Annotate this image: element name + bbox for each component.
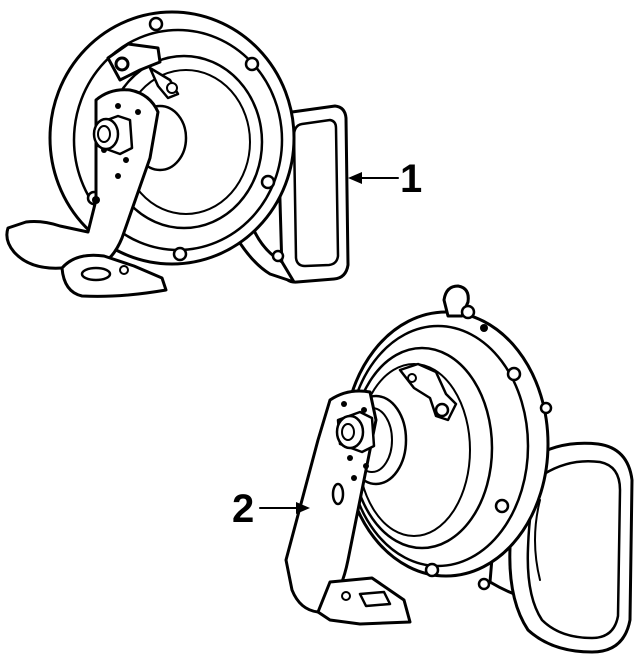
terminal-eye (434, 402, 450, 418)
bolt (424, 562, 440, 578)
horn-1-center-stud (92, 114, 134, 156)
bolt (244, 56, 260, 72)
callout-2-arrowhead (296, 502, 310, 514)
callout-1-label: 1 (400, 157, 422, 201)
horn-1-base-flange (230, 224, 296, 284)
bolt (172, 246, 188, 262)
callout-2: 2 (232, 487, 310, 531)
terminal-screw (407, 373, 417, 383)
horn-1-bracket-foot (60, 253, 168, 298)
bolt (460, 304, 476, 320)
bolt (494, 498, 510, 514)
bolt (477, 577, 491, 591)
terminal-screw (166, 82, 178, 94)
bolt (506, 366, 522, 382)
horn-2-trumpet-throat (534, 499, 541, 581)
horn-2 (284, 284, 634, 654)
terminal-eye (114, 56, 130, 72)
callout-2-label: 2 (232, 487, 254, 531)
horn-2-rim-dot (480, 324, 488, 332)
callout-1-arrowhead (348, 172, 362, 184)
horn-2-foot-slot (358, 590, 392, 608)
horn-2-rim-bolts (424, 304, 553, 591)
bolt (260, 174, 276, 190)
horn-1-terminal (106, 42, 180, 100)
horn-1 (5, 10, 350, 298)
horn-1-rear-tab-inner (292, 118, 340, 268)
horn-1-foot-rivet (119, 265, 129, 275)
horn-2-bracket-slot (331, 482, 345, 506)
horn-2-bracket-holes (341, 401, 369, 481)
callout-1: 1 (348, 157, 422, 201)
horn-2-center-stud (335, 410, 376, 454)
horn-2-foot-rivet (341, 591, 351, 601)
bolt (148, 16, 164, 32)
bolt (271, 249, 285, 263)
horn-2-trumpet-rim-inner (526, 460, 622, 640)
bolt (539, 401, 553, 415)
horn-1-foot-slot (80, 266, 112, 282)
horn-2-terminal (398, 362, 458, 422)
